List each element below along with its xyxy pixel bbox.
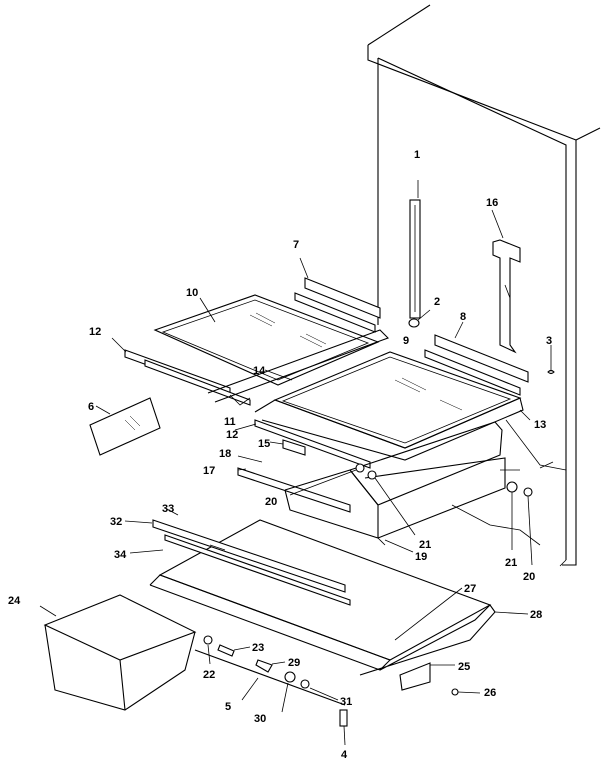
glass-panel-part-6 [89,397,161,456]
cover-part-25-26 [399,662,481,696]
bottom-hardware [194,635,348,746]
callout-26: 26 [484,687,496,699]
callout-15: 15 [258,438,270,450]
fastener-part-2 [408,309,431,328]
side-rail-part-12-lower [234,419,371,469]
callout-21: 21 [419,539,431,551]
glass-shelf-part-13 [254,351,531,461]
callout-9: 9 [403,335,409,347]
callout-27: 27 [464,583,476,595]
track-part-7 [294,257,381,333]
callout-16: 16 [486,197,498,209]
rod-part-17-18 [237,455,351,513]
callout-2: 2 [434,296,440,308]
callout-3: 3 [546,335,552,347]
callout-29: 29 [288,657,300,669]
callout-12: 12 [89,326,101,338]
callout-21-right: 21 [505,557,517,569]
trim-parts-32-34 [124,507,351,606]
fastener-part-20-21 [289,463,533,566]
callout-5: 5 [225,701,231,713]
callout-10: 10 [186,287,198,299]
callout-8: 8 [460,311,466,323]
callout-34: 34 [114,549,127,561]
track-part-8 [424,321,529,396]
callout-7: 7 [293,239,299,251]
drawer-part-19 [284,421,506,553]
crisper-bin-part-24 [39,594,197,711]
cabinet-liner [367,4,601,567]
callout-6: 6 [88,401,94,413]
screw-part-3 [547,345,555,375]
callout-4: 4 [341,749,348,761]
callout-30: 30 [254,713,266,725]
callout-33: 33 [162,503,174,515]
bracket-part-16 [491,209,521,354]
callout-32: 32 [110,516,122,528]
callout-20: 20 [265,496,277,508]
callout-1: 1 [414,149,420,161]
callout-20-right: 20 [523,571,535,583]
callout-18: 18 [219,448,231,460]
callout-24: 24 [8,595,21,607]
shelf-trim-part-14 [207,329,389,406]
callout-labels: 1 2 3 4 5 6 7 8 9 10 11 12 12 13 14 15 1… [8,149,552,761]
callout-13: 13 [534,419,546,431]
callout-28: 28 [530,609,542,621]
side-rail-part-12-left [111,337,251,406]
callout-19: 19 [415,551,427,563]
rail-part-1 [409,180,421,319]
callout-17: 17 [203,465,215,477]
callout-25: 25 [458,661,470,673]
callout-23: 23 [252,642,264,654]
callout-12-lower: 12 [226,429,238,441]
callout-31: 31 [340,696,352,708]
callout-22: 22 [203,669,215,681]
callout-11: 11 [224,416,236,428]
clip-part-15 [269,439,306,456]
callout-14: 14 [253,365,266,377]
frame-part-28 [359,604,529,676]
